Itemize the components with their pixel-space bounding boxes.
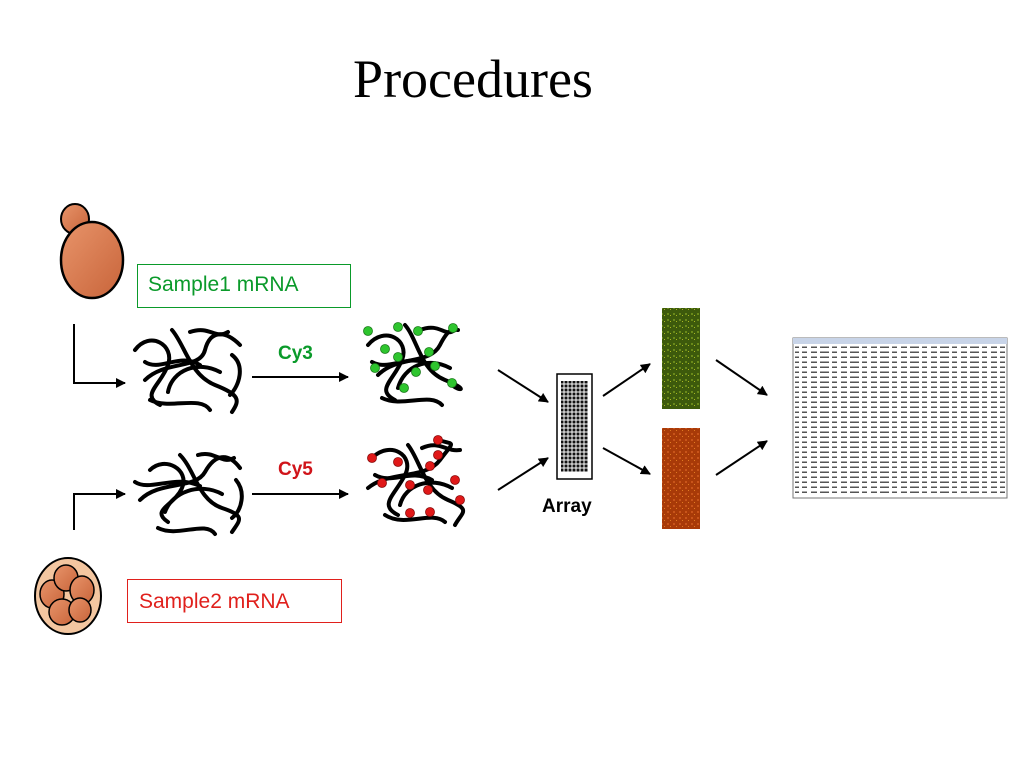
arrow-green-to-data <box>715 359 768 396</box>
page-title: Procedures <box>353 49 593 109</box>
red-scan-image <box>662 428 700 529</box>
mrna-tangle-1 <box>133 328 242 414</box>
yeast-cell-2-icon <box>34 557 102 635</box>
arrow-sample2 <box>73 489 126 530</box>
yeast-cell-1-icon <box>59 203 125 300</box>
array-label: Array <box>542 496 592 517</box>
cy3-labeled-cdna <box>363 322 463 407</box>
mrna-tangle-2 <box>133 451 244 536</box>
microarray-slide <box>556 373 593 480</box>
data-spreadsheet-thumbnail <box>792 337 1008 499</box>
arrow-array-to-red-scan <box>602 447 651 475</box>
cy5-labeled-cdna <box>366 435 466 527</box>
cy5-label: Cy5 <box>278 459 313 480</box>
sample1-mrna-label: Sample1 mRNA <box>137 264 351 308</box>
sample2-mrna-label: Sample2 mRNA <box>127 579 342 623</box>
arrow-red-to-data <box>715 440 768 476</box>
green-scan-image <box>662 308 700 409</box>
arrow-cy5-to-array <box>497 457 549 491</box>
cy3-label: Cy3 <box>278 343 313 364</box>
arrow-array-to-green-scan <box>602 363 651 397</box>
arrow-sample1 <box>73 324 126 388</box>
arrow-cy3-to-array <box>497 369 549 403</box>
